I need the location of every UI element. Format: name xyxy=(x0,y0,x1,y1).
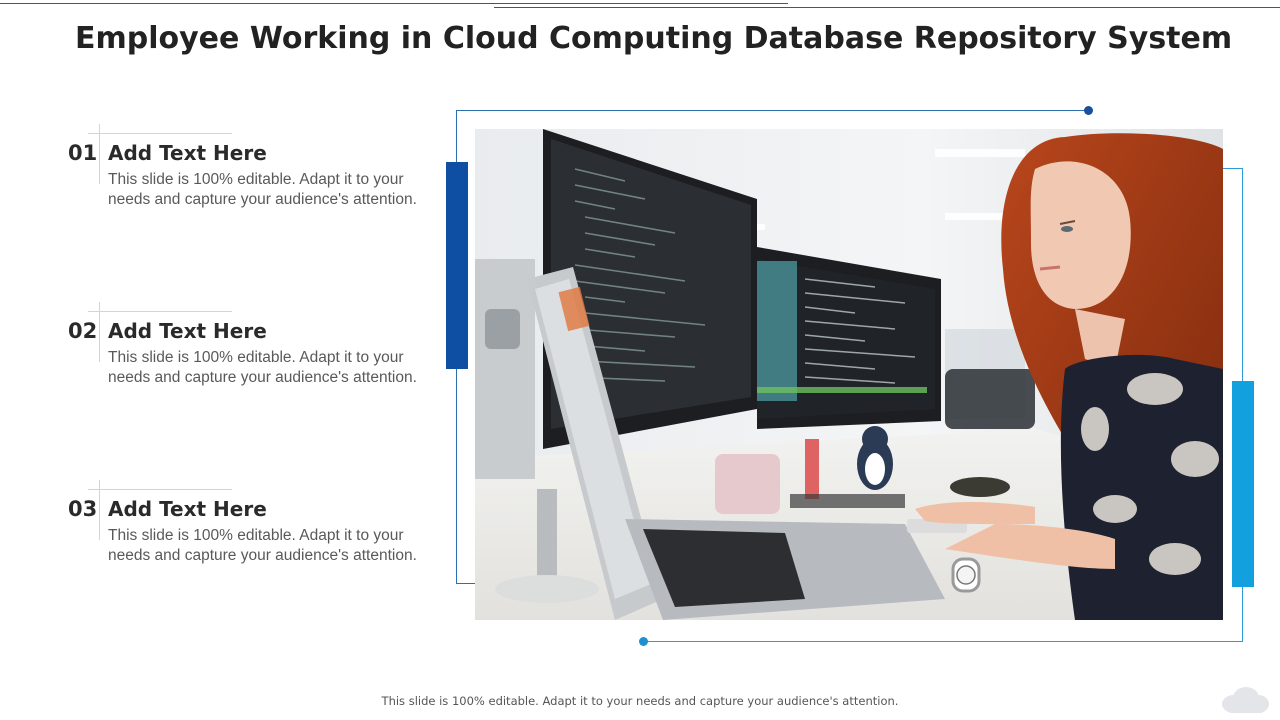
frame-dot-bottom xyxy=(639,637,648,646)
item-divider-vertical xyxy=(99,302,100,362)
frame-line-right-top xyxy=(1222,168,1243,169)
item-divider-vertical xyxy=(99,124,100,184)
top-divider-line-secondary xyxy=(494,7,1280,8)
accent-bar-right xyxy=(1232,381,1254,587)
top-divider-line xyxy=(0,3,788,4)
frame-line-bottom xyxy=(643,641,1243,642)
list-item: 03 Add Text Here This slide is 100% edit… xyxy=(60,480,440,590)
item-body[interactable]: This slide is 100% editable. Adapt it to… xyxy=(108,171,417,208)
photo-employee-at-computer[interactable] xyxy=(475,129,1223,620)
item-divider-horizontal xyxy=(88,489,232,490)
slide-title: Employee Working in Cloud Computing Data… xyxy=(75,21,1233,56)
item-body[interactable]: This slide is 100% editable. Adapt it to… xyxy=(108,349,417,386)
item-number: 03 xyxy=(68,497,98,521)
accent-bar-left xyxy=(446,162,468,369)
frame-line-top xyxy=(456,110,1088,111)
item-divider-horizontal xyxy=(88,311,232,312)
cloud-icon xyxy=(1222,687,1269,713)
item-divider-vertical xyxy=(99,480,100,540)
frame-line-bottom-left xyxy=(456,583,476,584)
item-heading[interactable]: Add Text Here xyxy=(108,319,267,343)
footer-note: This slide is 100% editable. Adapt it to… xyxy=(381,694,899,708)
list-item: 01 Add Text Here This slide is 100% edit… xyxy=(60,124,440,234)
item-divider-horizontal xyxy=(88,133,232,134)
item-number: 02 xyxy=(68,319,98,343)
item-heading[interactable]: Add Text Here xyxy=(108,497,267,521)
item-heading[interactable]: Add Text Here xyxy=(108,141,267,165)
item-number: 01 xyxy=(68,141,98,165)
frame-dot-top xyxy=(1084,106,1093,115)
item-body[interactable]: This slide is 100% editable. Adapt it to… xyxy=(108,527,417,564)
list-item: 02 Add Text Here This slide is 100% edit… xyxy=(60,302,440,412)
